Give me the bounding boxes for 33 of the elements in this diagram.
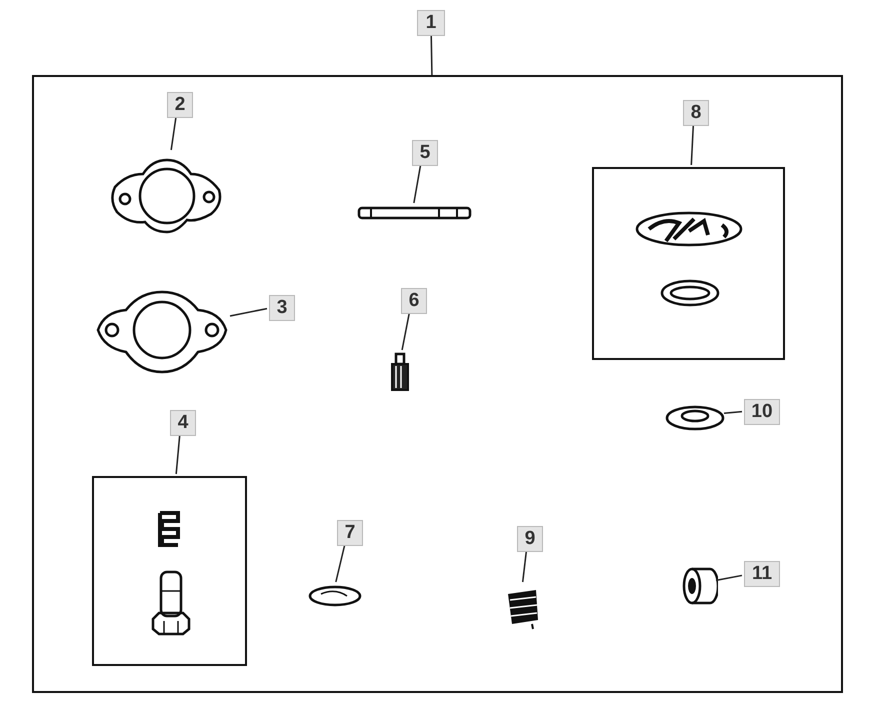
o-ring-drawing [659, 279, 721, 307]
leader-line [716, 574, 742, 582]
callout-number: 1 [417, 10, 445, 36]
leader-line [170, 116, 177, 150]
leader-line [401, 312, 410, 350]
bushing-drawing [680, 565, 718, 607]
washer-drawing [664, 404, 726, 432]
callout-number: 6 [401, 288, 427, 314]
leader-line [335, 544, 346, 582]
callout-number: 11 [744, 561, 780, 587]
frame-border [32, 75, 843, 693]
callout-number: 3 [269, 295, 295, 321]
group-frame [92, 476, 247, 666]
callout-number: 4 [170, 410, 196, 436]
leader-line [690, 124, 694, 166]
leader-line [230, 308, 268, 317]
callout-number: 5 [412, 140, 438, 166]
leader-line [522, 550, 528, 582]
leader-line [724, 410, 742, 414]
group-frame [592, 167, 785, 360]
gasket-drawing [634, 209, 744, 249]
callout-number: 2 [167, 92, 193, 118]
bolt-drawing [149, 569, 193, 637]
leader-line [430, 36, 433, 76]
leader-line [175, 434, 181, 474]
jet-drawing [389, 352, 411, 394]
pin-drawing [357, 205, 472, 221]
callout-number: 9 [517, 526, 543, 552]
leader-line [413, 164, 422, 204]
disc-drawing [307, 584, 363, 608]
callout-number: 10 [744, 399, 780, 425]
callout-number: 7 [337, 520, 363, 546]
callout-number: 8 [683, 100, 709, 126]
